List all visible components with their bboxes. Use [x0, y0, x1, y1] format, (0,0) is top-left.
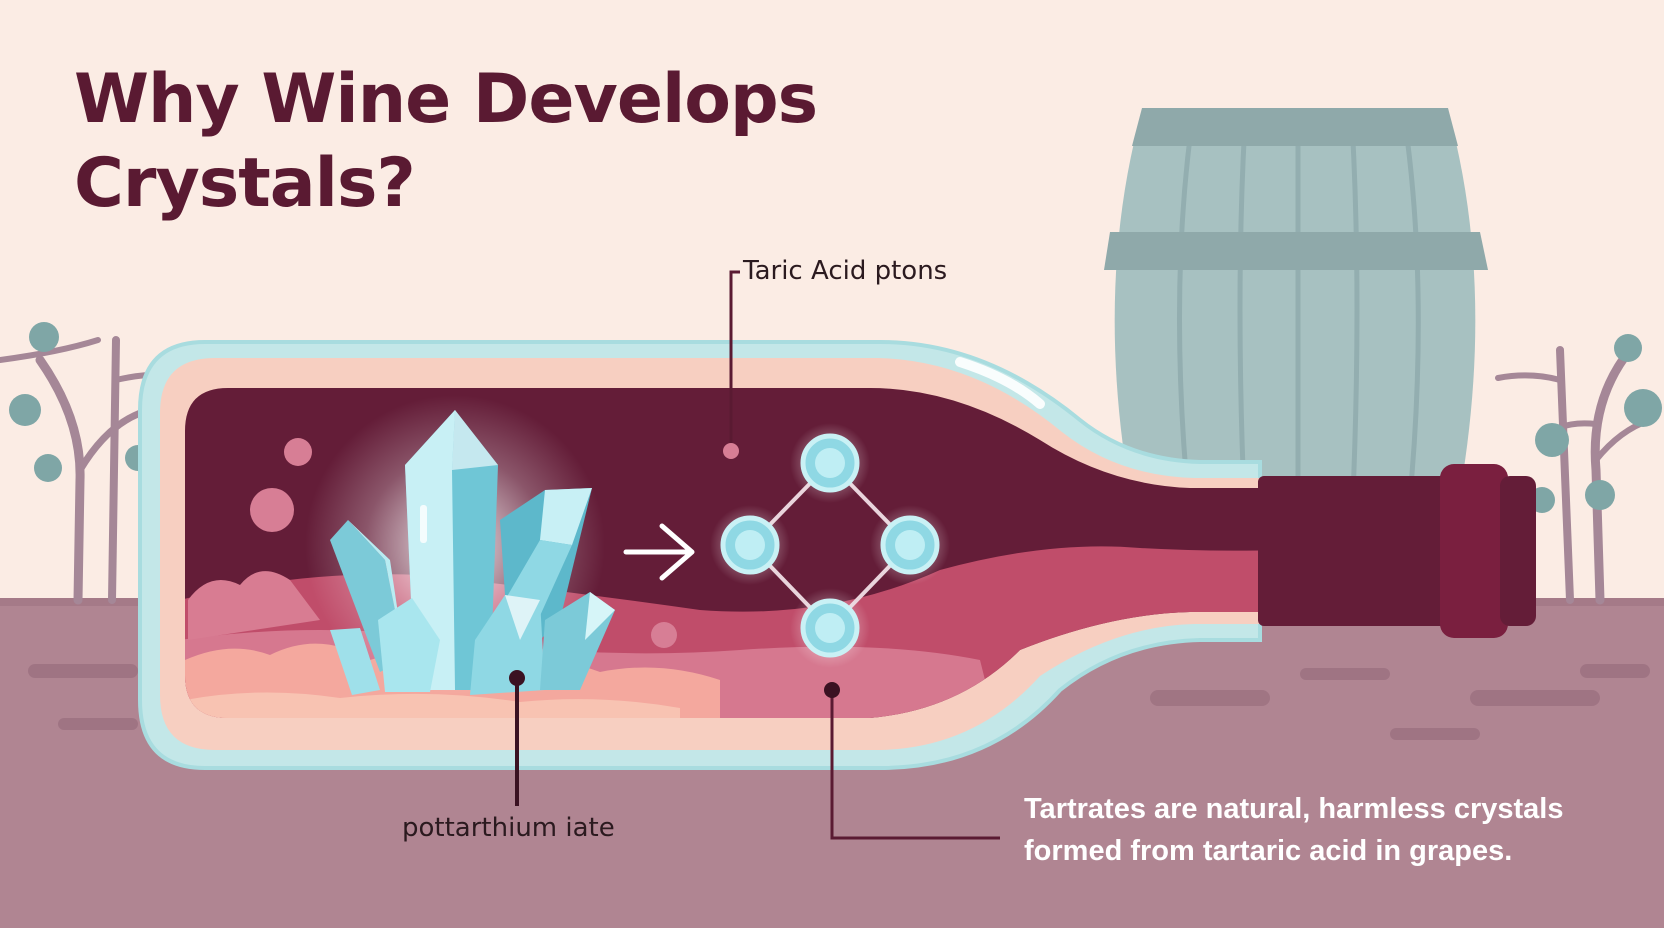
bottle-cork [1258, 464, 1536, 638]
leader-line-acid [723, 270, 740, 459]
bubble [250, 438, 677, 648]
caption-line-2: formed from tartaric acid in grapes. [1024, 835, 1513, 867]
vine-icon [1495, 334, 1662, 605]
caption-line-1: Tartrates are natural, harmless crystals [1024, 793, 1564, 825]
leader-line-caption [824, 682, 1000, 840]
caption-text: Tartrates are natural, harmless crystals… [1024, 788, 1563, 872]
arrow-right-icon [623, 523, 695, 581]
leader-line-crystal [509, 670, 525, 806]
crystal-cluster-icon [305, 395, 615, 695]
page-title: Why Wine Develops Crystals? [74, 58, 818, 226]
title-line-1: Why Wine Develops [74, 60, 818, 139]
crystal-label: pottarthium iate [402, 813, 615, 843]
barrel-icon [1104, 108, 1488, 520]
acid-label: Taric Acid ptons [743, 256, 948, 286]
molecule-icon [710, 423, 950, 668]
title-line-2: Crystals? [74, 144, 416, 223]
